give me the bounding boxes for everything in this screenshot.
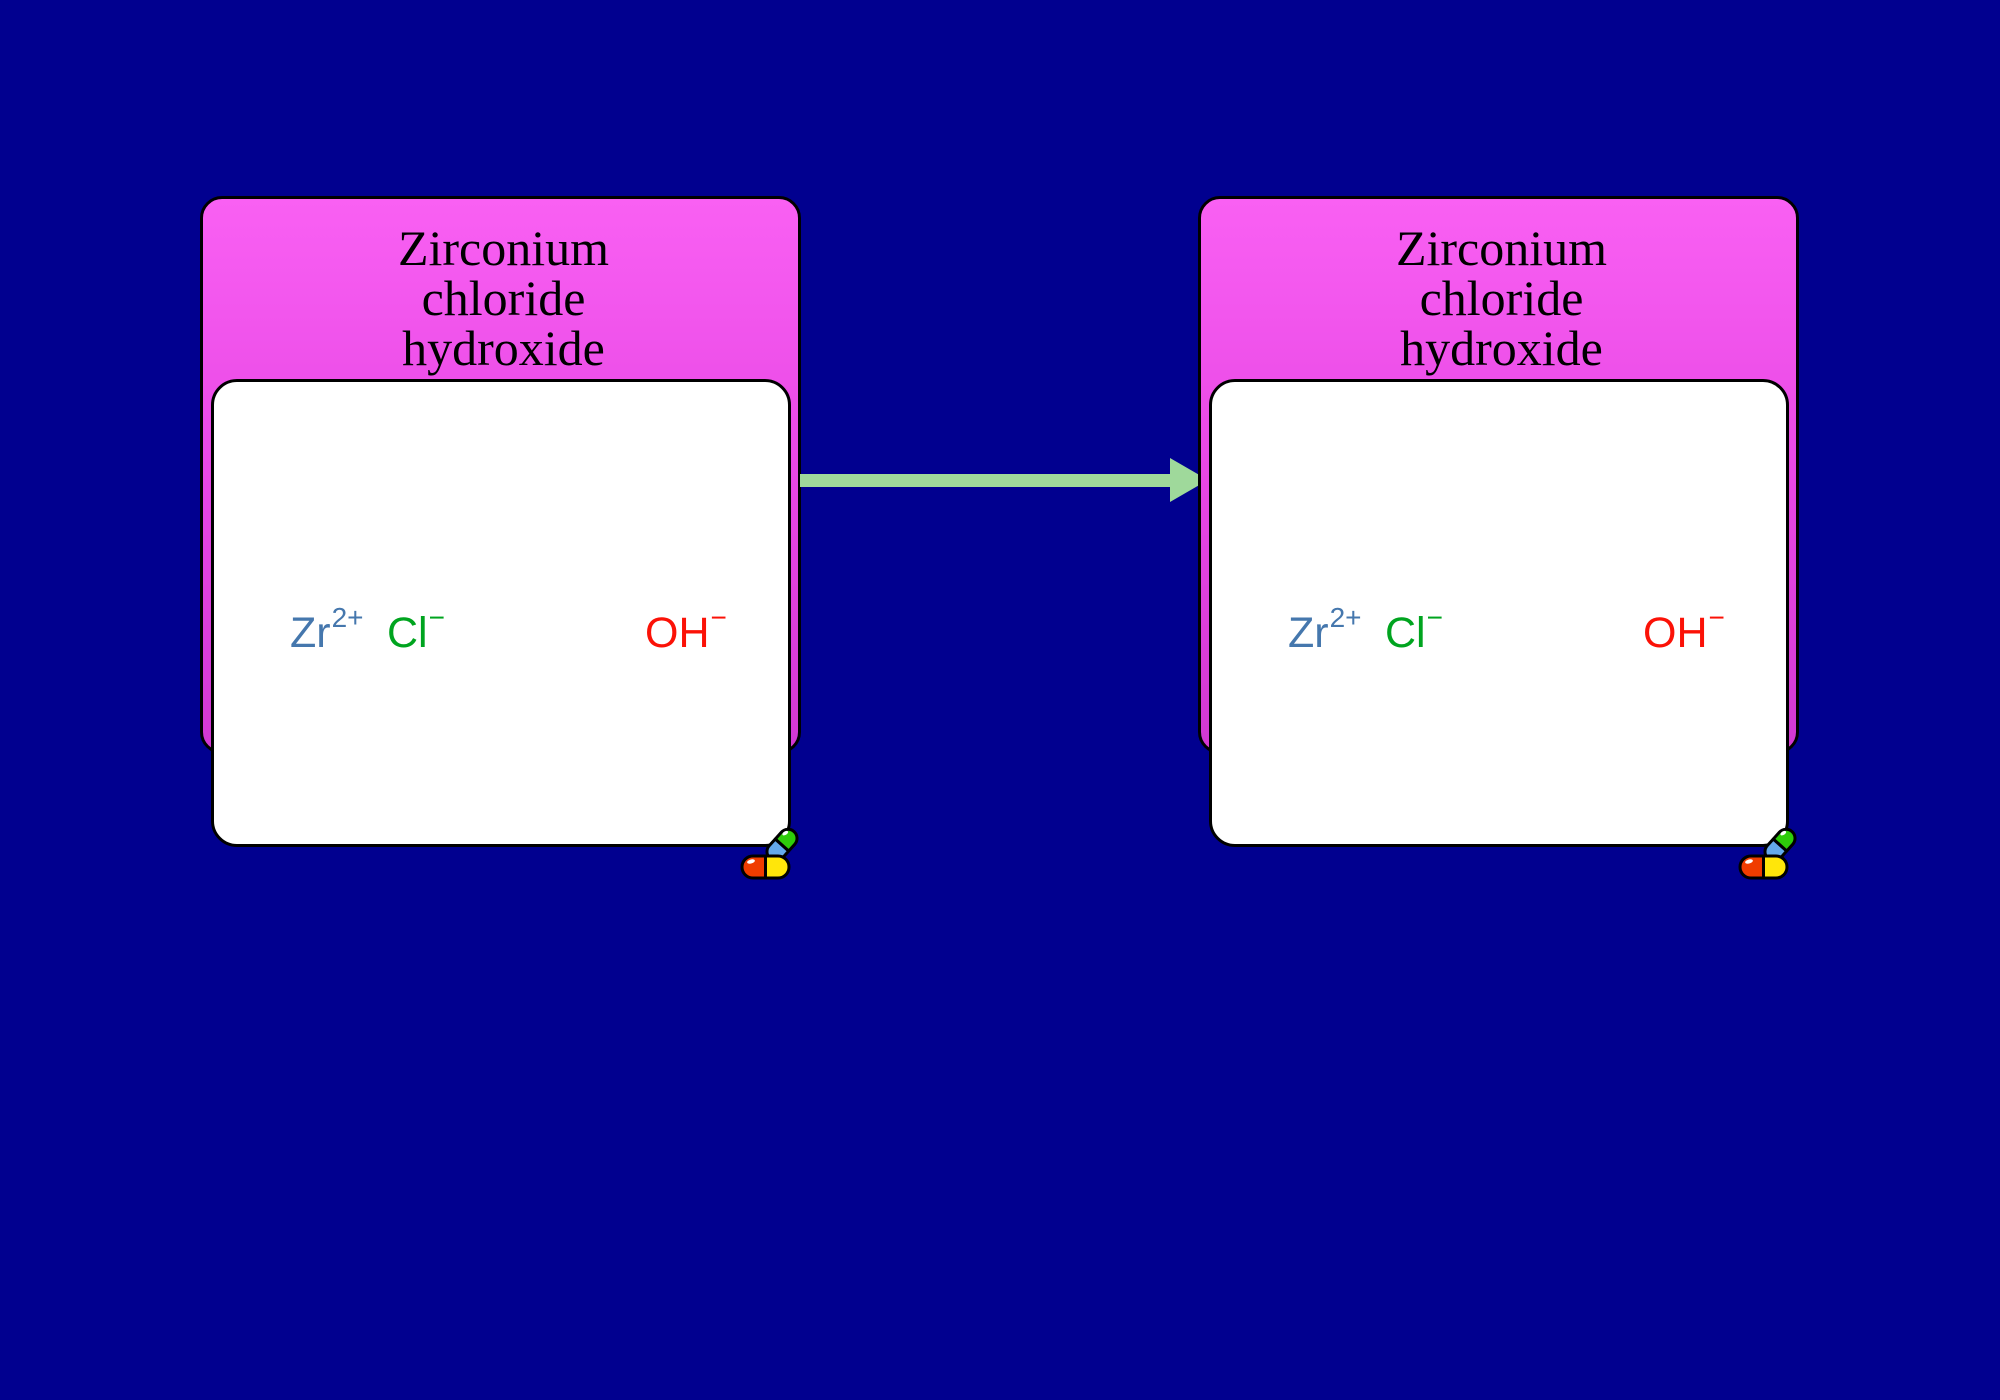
- title-line-3: hydroxide: [402, 320, 605, 376]
- ion-symbol: OH: [1643, 609, 1708, 657]
- ion-chloride: Cl−: [1385, 604, 1443, 657]
- card-body-panel: Zr2+ Cl− OH−: [211, 379, 791, 847]
- reaction-arrow: [800, 458, 1208, 502]
- capsule-shine: [1780, 830, 1787, 836]
- ion-hydroxide: OH−: [645, 604, 727, 657]
- compound-title: Zirconium chloride hydroxide: [1201, 223, 1802, 373]
- ion-charge: −: [428, 602, 445, 633]
- capsule-orange-half: [740, 854, 767, 880]
- capsule-shine: [782, 830, 789, 836]
- capsule-orange-half: [1738, 854, 1765, 880]
- pills-icon: [1738, 827, 1797, 880]
- ion-symbol: OH: [645, 609, 710, 657]
- ion-symbol: Cl: [387, 609, 428, 657]
- ion-symbol: Zr: [290, 609, 331, 657]
- capsule-shine: [747, 859, 755, 864]
- capsule-yellow-half: [764, 854, 791, 880]
- compound-card-right: Zirconium chloride hydroxide Zr2+ Cl− OH…: [1198, 196, 1802, 880]
- compound-card-left: Zirconium chloride hydroxide Zr2+ Cl− OH…: [200, 196, 804, 880]
- pills-icon: [740, 827, 799, 880]
- arrow-head: [1170, 458, 1208, 502]
- ion-charge: −: [710, 602, 727, 633]
- ion-hydroxide: OH−: [1643, 604, 1725, 657]
- ion-symbol: Cl: [1385, 609, 1426, 657]
- title-line-1: Zirconium: [397, 220, 610, 276]
- capsule-shine: [1745, 859, 1753, 864]
- ion-charge: −: [1426, 602, 1443, 633]
- capsule-yellow-half: [1762, 854, 1789, 880]
- capsule-horizontal: [740, 854, 791, 880]
- capsule-green-half: [773, 827, 799, 853]
- ion-zirconium: Zr2+: [1288, 604, 1362, 657]
- title-line-2: chloride: [421, 270, 586, 326]
- title-line-2: chloride: [1419, 270, 1584, 326]
- capsule-green-half: [1771, 827, 1797, 853]
- ion-charge: −: [1708, 602, 1725, 633]
- ion-charge: 2+: [1329, 602, 1362, 633]
- ion-symbol: Zr: [1288, 609, 1329, 657]
- arrow-shaft: [800, 474, 1172, 487]
- ion-charge: 2+: [331, 602, 364, 633]
- ion-chloride: Cl−: [387, 604, 445, 657]
- ion-zirconium: Zr2+: [290, 604, 364, 657]
- card-body-panel: Zr2+ Cl− OH−: [1209, 379, 1789, 847]
- title-line-3: hydroxide: [1400, 320, 1603, 376]
- title-line-1: Zirconium: [1395, 220, 1608, 276]
- capsule-horizontal: [1738, 854, 1789, 880]
- compound-title: Zirconium chloride hydroxide: [203, 223, 804, 373]
